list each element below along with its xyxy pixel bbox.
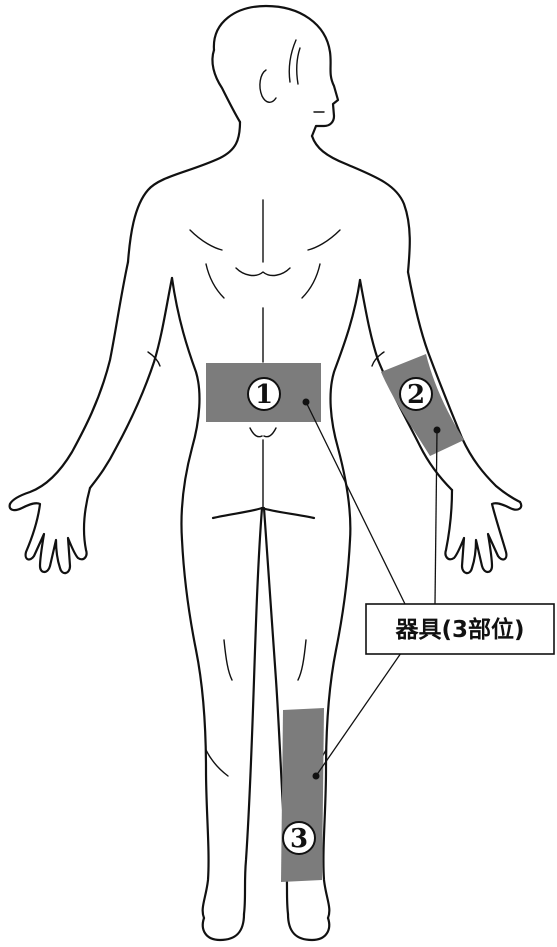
badge-1-number: 1 — [255, 380, 273, 410]
leader-lines — [306, 402, 437, 776]
feet-outline — [203, 914, 329, 940]
legs-outline — [182, 440, 350, 918]
left-hand-outline — [10, 488, 90, 573]
badge-2-number: 2 — [407, 380, 425, 410]
leader-dot-1 — [303, 399, 310, 406]
label-text: 器具(3部位) — [394, 616, 524, 643]
label-box: 器具(3部位) — [366, 604, 554, 654]
zone-3-lower-leg — [281, 708, 324, 882]
badge-1: 1 — [248, 378, 280, 410]
leader-dot-2 — [434, 427, 441, 434]
head-outline — [212, 6, 338, 136]
badge-3: 3 — [283, 822, 315, 854]
torso-outline — [10, 122, 520, 540]
leader-dot-3 — [313, 773, 320, 780]
right-hand-outline — [445, 490, 521, 573]
badge-2: 2 — [400, 378, 432, 410]
badge-3-number: 3 — [290, 824, 308, 854]
